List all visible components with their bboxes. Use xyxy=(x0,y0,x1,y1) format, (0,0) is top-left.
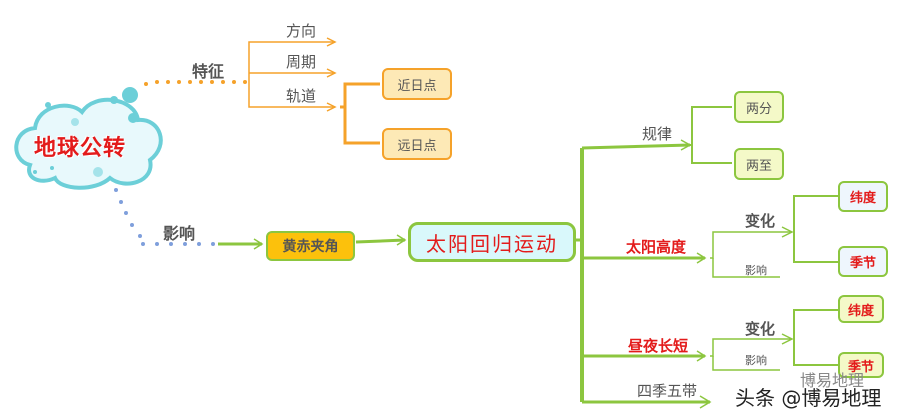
altitude-latitude-node[interactable]: 纬度 xyxy=(838,181,888,212)
root-node[interactable]: 地球公转 xyxy=(34,135,127,161)
obliquity-node[interactable]: 黄赤夹角 xyxy=(266,231,355,261)
sun-altitude-label[interactable]: 太阳高度 xyxy=(626,238,687,256)
altitude-change-label[interactable]: 变化 xyxy=(745,212,776,230)
altitude-season-node[interactable]: 季节 xyxy=(838,246,888,277)
equinoxes-node[interactable]: 两分 xyxy=(734,91,784,123)
day-length-label[interactable]: 昼夜长短 xyxy=(628,337,689,355)
solar-motion-node[interactable]: 太阳回归运动 xyxy=(408,222,576,262)
feature-label[interactable]: 特征 xyxy=(192,62,225,81)
orbit-branches xyxy=(340,82,380,145)
aphelion-node[interactable]: 远日点 xyxy=(382,128,452,160)
influence-dots xyxy=(114,188,215,246)
perihelion-node[interactable]: 近日点 xyxy=(382,68,452,100)
daylength-change-label[interactable]: 变化 xyxy=(745,320,776,338)
altitude-influence-label[interactable]: 影响 xyxy=(745,264,767,277)
direction-label[interactable]: 方向 xyxy=(286,22,317,40)
solstices-node[interactable]: 两至 xyxy=(734,148,784,180)
seasons-zones-label[interactable]: 四季五带 xyxy=(637,382,698,400)
period-label[interactable]: 周期 xyxy=(286,53,317,71)
cloud-shape xyxy=(14,87,163,190)
feature-branches xyxy=(248,37,337,112)
daylength-influence-label[interactable]: 影响 xyxy=(745,354,767,367)
influence-label[interactable]: 影响 xyxy=(163,224,196,243)
watermark-line1: 博易地理 xyxy=(800,371,865,390)
orbit-label[interactable]: 轨道 xyxy=(286,87,317,105)
pattern-label[interactable]: 规律 xyxy=(642,125,673,143)
daylength-latitude-node[interactable]: 纬度 xyxy=(838,295,884,323)
feature-dots xyxy=(144,80,247,86)
daylength-season-node[interactable]: 季节 xyxy=(838,352,884,378)
watermark-line2: 头条 @博易地理 xyxy=(735,386,882,410)
influence-branches xyxy=(218,106,838,409)
